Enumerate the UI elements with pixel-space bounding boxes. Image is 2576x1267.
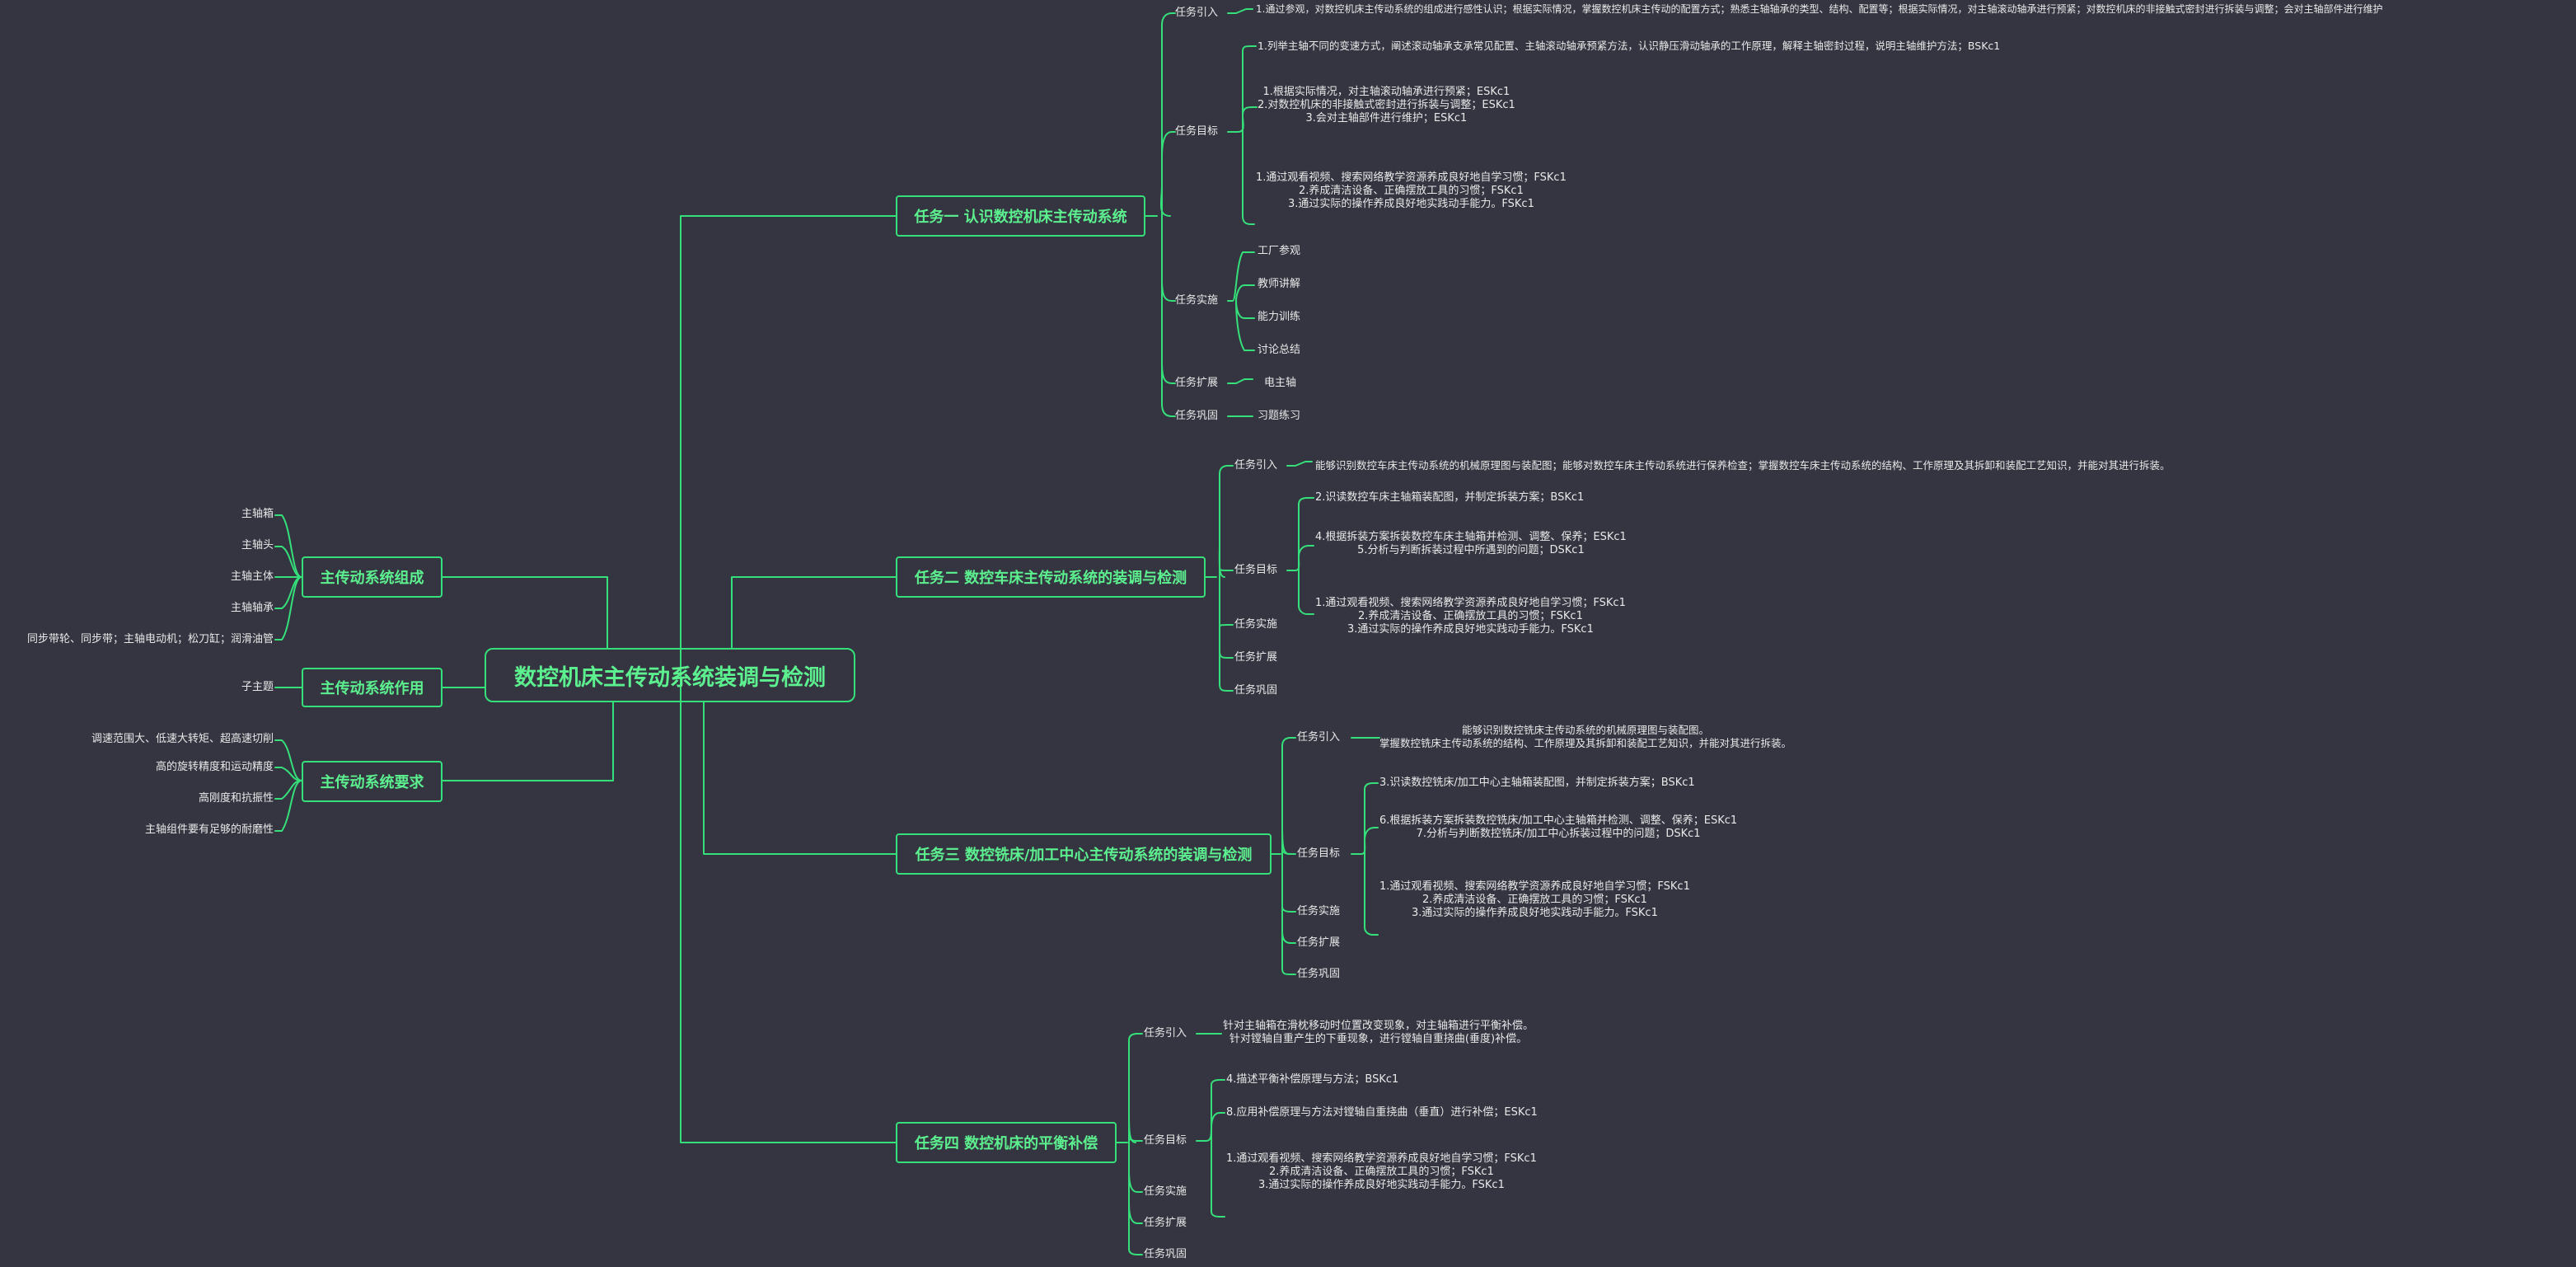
task4-goal-knowledge[interactable]: 4.描述平衡补偿原理与方法；BSKc1 xyxy=(1226,1073,1399,1086)
task1-node[interactable]: 任务一 认识数控机床主传动系统 xyxy=(896,195,1145,237)
task1-intro-label[interactable]: 任务引入 xyxy=(1175,7,1219,19)
composition-item[interactable]: 同步带轮、同步带；主轴电动机；松刀缸；润滑油管 xyxy=(26,633,274,645)
group-function[interactable]: 主传动系统作用 xyxy=(302,668,443,707)
task1-goal-quality[interactable]: 1.通过观看视频、搜索网络教学资源养成良好地自学习惯；FSKc1 2.养成清洁设… xyxy=(1256,171,1567,210)
task1-intro-text[interactable]: 1.通过参观，对数控机床主传动系统的组成进行感性认识；根据实际情况，掌握数控机床… xyxy=(1256,3,2383,15)
task4-ext-label[interactable]: 任务扩展 xyxy=(1144,1217,1187,1229)
task1-cons-label[interactable]: 任务巩固 xyxy=(1175,410,1219,422)
task2-intro-label[interactable]: 任务引入 xyxy=(1234,459,1278,472)
task1-goal-label[interactable]: 任务目标 xyxy=(1175,125,1219,138)
composition-item[interactable]: 主轴头 xyxy=(241,539,274,551)
task1-impl-item[interactable]: 工厂参观 xyxy=(1258,245,1301,257)
task1-goal-knowledge[interactable]: 1.列举主轴不同的变速方式，阐述滚动轴承支承常见配置、主轴滚动轴承预紧方法，认识… xyxy=(1258,40,2001,52)
task2-intro-text[interactable]: 能够识别数控车床主传动系统的机械原理图与装配图；能够对数控车床主传动系统进行保养… xyxy=(1315,459,2171,472)
root-topic[interactable]: 数控机床主传动系统装调与检测 xyxy=(485,648,855,702)
task4-node[interactable]: 任务四 数控机床的平衡补偿 xyxy=(896,1122,1117,1163)
task2-cons-label[interactable]: 任务巩固 xyxy=(1234,684,1278,697)
task3-intro-label[interactable]: 任务引入 xyxy=(1297,731,1341,744)
group-composition[interactable]: 主传动系统组成 xyxy=(302,556,443,598)
task4-impl-label[interactable]: 任务实施 xyxy=(1144,1185,1187,1198)
task4-goal-skill[interactable]: 8.应用补偿原理与方法对镗轴自重挠曲（垂直）进行补偿；ESKc1 xyxy=(1226,1106,1538,1119)
requirement-item[interactable]: 主轴组件要有足够的耐磨性 xyxy=(144,824,274,836)
task4-intro-label[interactable]: 任务引入 xyxy=(1144,1027,1187,1039)
function-item[interactable]: 子主题 xyxy=(241,681,274,693)
task1-cons-item[interactable]: 习题练习 xyxy=(1258,410,1301,422)
task4-goal-quality[interactable]: 1.通过观看视频、搜索网络教学资源养成良好地自学习惯；FSKc1 2.养成清洁设… xyxy=(1226,1152,1537,1191)
composition-item[interactable]: 主轴主体 xyxy=(230,570,274,583)
task3-cons-label[interactable]: 任务巩固 xyxy=(1297,968,1341,980)
requirement-item[interactable]: 调速范围大、低速大转矩、超高速切削 xyxy=(91,733,274,745)
task3-goal-label[interactable]: 任务目标 xyxy=(1297,847,1341,860)
task3-goal-skill[interactable]: 6.根据拆装方案拆装数控铣床/加工中心主轴箱并检测、调整、保养；ESKc1 7.… xyxy=(1379,814,1738,840)
task1-impl-item[interactable]: 能力训练 xyxy=(1258,311,1301,323)
task2-impl-label[interactable]: 任务实施 xyxy=(1234,618,1278,631)
task3-goal-quality[interactable]: 1.通过观看视频、搜索网络教学资源养成良好地自学习惯；FSKc1 2.养成清洁设… xyxy=(1379,880,1690,919)
task2-ext-label[interactable]: 任务扩展 xyxy=(1234,651,1278,664)
task3-ext-label[interactable]: 任务扩展 xyxy=(1297,936,1341,949)
task3-goal-knowledge[interactable]: 3.识读数控铣床/加工中心主轴箱装配图，并制定拆装方案；BSKc1 xyxy=(1379,777,1695,789)
task4-intro-text[interactable]: 针对主轴箱在滑枕移动时位置改变现象，对主轴箱进行平衡补偿。 针对镗轴自重产生的下… xyxy=(1223,1020,1534,1045)
task4-cons-label[interactable]: 任务巩固 xyxy=(1144,1248,1187,1260)
task2-node[interactable]: 任务二 数控车床主传动系统的装调与检测 xyxy=(896,556,1206,598)
task1-impl-item[interactable]: 讨论总结 xyxy=(1258,344,1301,356)
task1-impl-item[interactable]: 教师讲解 xyxy=(1258,278,1301,290)
group-requirement[interactable]: 主传动系统要求 xyxy=(302,761,443,802)
task3-intro-text[interactable]: 能够识别数控铣床主传动系统的机械原理图与装配图。 掌握数控铣床主传动系统的结构、… xyxy=(1379,724,1792,749)
task2-goal-quality[interactable]: 1.通过观看视频、搜索网络教学资源养成良好地自学习惯；FSKc1 2.养成清洁设… xyxy=(1315,597,1626,636)
requirement-item[interactable]: 高刚度和抗振性 xyxy=(198,792,274,805)
task1-impl-label[interactable]: 任务实施 xyxy=(1175,294,1219,307)
task1-ext-label[interactable]: 任务扩展 xyxy=(1175,377,1219,389)
composition-item[interactable]: 主轴轴承 xyxy=(230,602,274,614)
task2-goal-skill[interactable]: 4.根据拆装方案拆装数控车床主轴箱并检测、调整、保养；ESKc1 5.分析与判断… xyxy=(1315,531,1627,556)
task1-ext-item[interactable]: 电主轴 xyxy=(1264,377,1297,389)
task2-goal-label[interactable]: 任务目标 xyxy=(1234,564,1278,576)
task3-node[interactable]: 任务三 数控铣床/加工中心主传动系统的装调与检测 xyxy=(896,833,1272,875)
task4-goal-label[interactable]: 任务目标 xyxy=(1144,1134,1187,1147)
composition-item[interactable]: 主轴箱 xyxy=(241,508,274,520)
task3-impl-label[interactable]: 任务实施 xyxy=(1297,905,1341,917)
task1-goal-skill[interactable]: 1.根据实际情况，对主轴滚动轴承进行预紧；ESKc1 2.对数控机床的非接触式密… xyxy=(1258,86,1515,124)
requirement-item[interactable]: 高的旋转精度和运动精度 xyxy=(155,761,274,773)
task2-goal-knowledge[interactable]: 2.识读数控车床主轴箱装配图，并制定拆装方案；BSKc1 xyxy=(1315,491,1585,504)
